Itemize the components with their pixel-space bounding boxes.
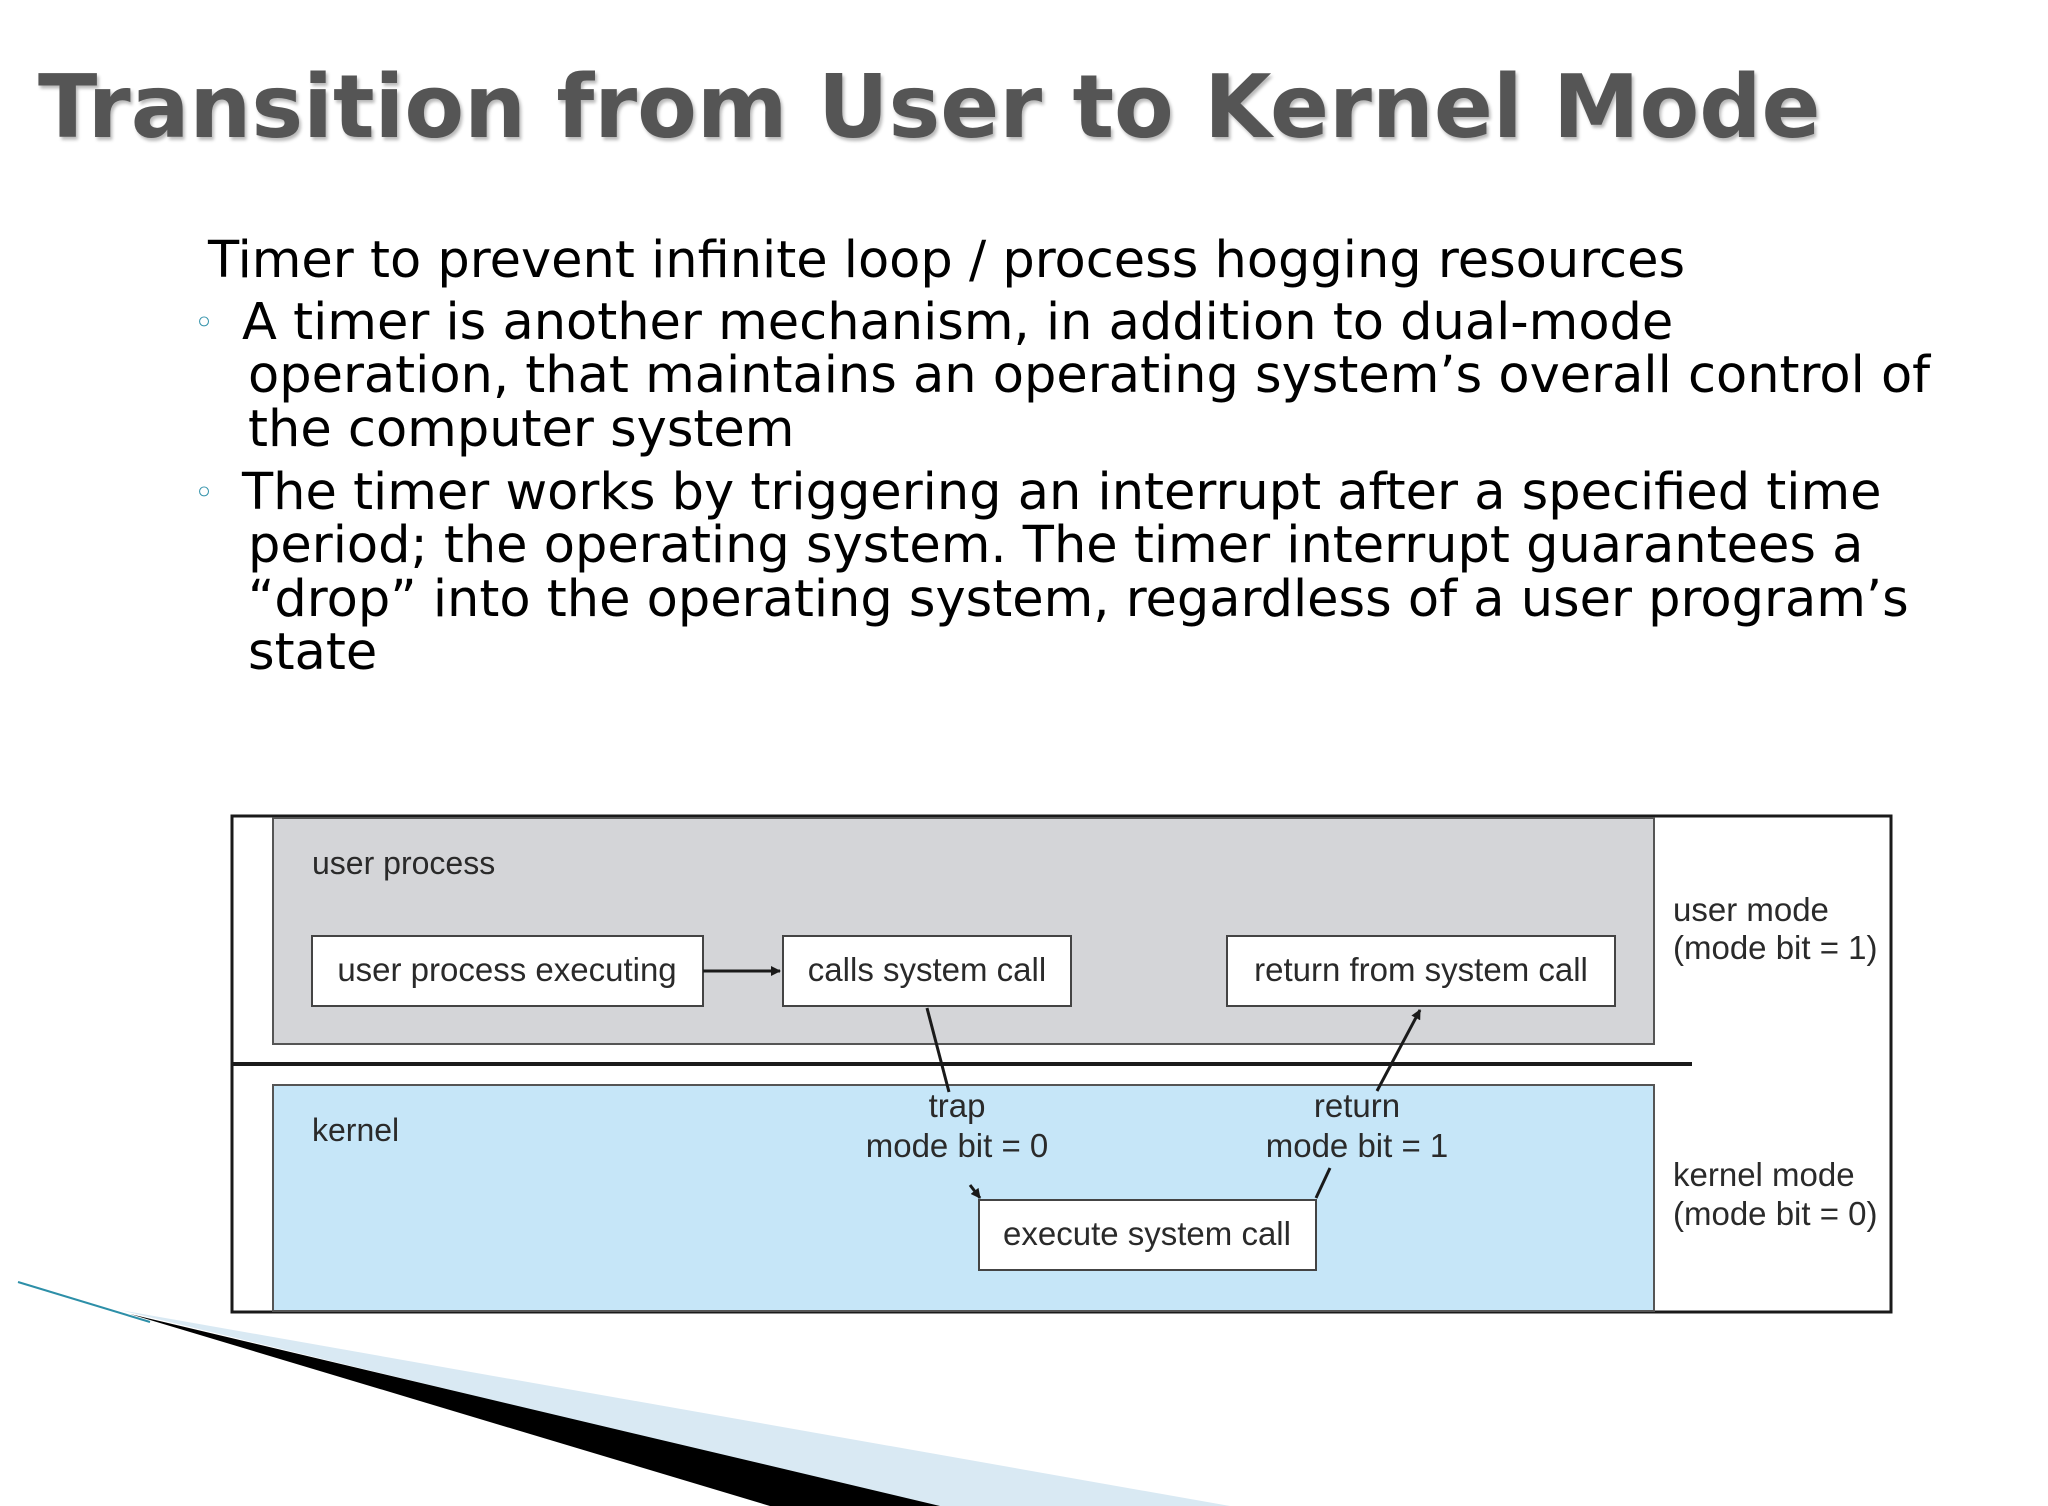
bullet-line: A timer is another mechanism, in additio…	[242, 293, 1674, 352]
trap-mode-bit-label: mode bit = 0	[866, 1127, 1049, 1164]
execute-system-call-box	[978, 1199, 1317, 1271]
user-process-executing-box	[311, 935, 704, 1007]
user-mode-label: user mode	[1673, 891, 1829, 928]
kernel-region-label: kernel	[312, 1112, 399, 1148]
decor-swoosh-line	[17, 1281, 151, 1323]
bullet-line: “drop” into the operating system, regard…	[248, 570, 1909, 629]
bullet-line: the computer system	[248, 400, 795, 459]
return-from-system-call-box	[1226, 935, 1616, 1007]
arrow-trap-lower	[968, 1184, 982, 1199]
arrow-trap-upper	[925, 1007, 951, 1093]
bullet-marker-icon: ◦	[194, 473, 215, 513]
kernel-region	[272, 1084, 1655, 1312]
kernel-mode-bit-label: (mode bit = 0)	[1673, 1195, 1878, 1232]
intro-line: Timer to prevent infinite loop / process…	[208, 231, 1686, 290]
user-process-executing-label: user process executing	[337, 951, 676, 988]
return-from-system-call-label: return from system call	[1254, 951, 1588, 988]
return-label: return	[1314, 1087, 1400, 1124]
calls-system-call-box	[782, 935, 1072, 1007]
return-mode-bit-label: mode bit = 1	[1266, 1127, 1449, 1164]
bullet-line: period; the operating system. The timer …	[248, 516, 1864, 575]
calls-system-call-label: calls system call	[808, 951, 1046, 988]
bullet-line: state	[248, 623, 378, 682]
bullet-line: operation, that maintains an operating s…	[248, 346, 1931, 405]
user-mode-bit-label: (mode bit = 1)	[1673, 929, 1878, 966]
arrow-return-lower	[1314, 1167, 1332, 1199]
arrow-return-upper	[1375, 1009, 1422, 1092]
execute-system-call-label: execute system call	[1003, 1215, 1291, 1252]
trap-label: trap	[929, 1087, 986, 1124]
bullet-line: The timer works by triggering an interru…	[242, 463, 1882, 522]
decor-swoosh-dark	[130, 1314, 940, 1506]
decor-swoosh-light	[120, 1310, 1230, 1506]
bullet-marker-icon: ◦	[194, 303, 215, 343]
user-region-label: user process	[312, 845, 495, 881]
kernel-mode-label: kernel mode	[1673, 1156, 1855, 1193]
slide-title: Transition from User to Kernel Mode	[38, 56, 1821, 158]
